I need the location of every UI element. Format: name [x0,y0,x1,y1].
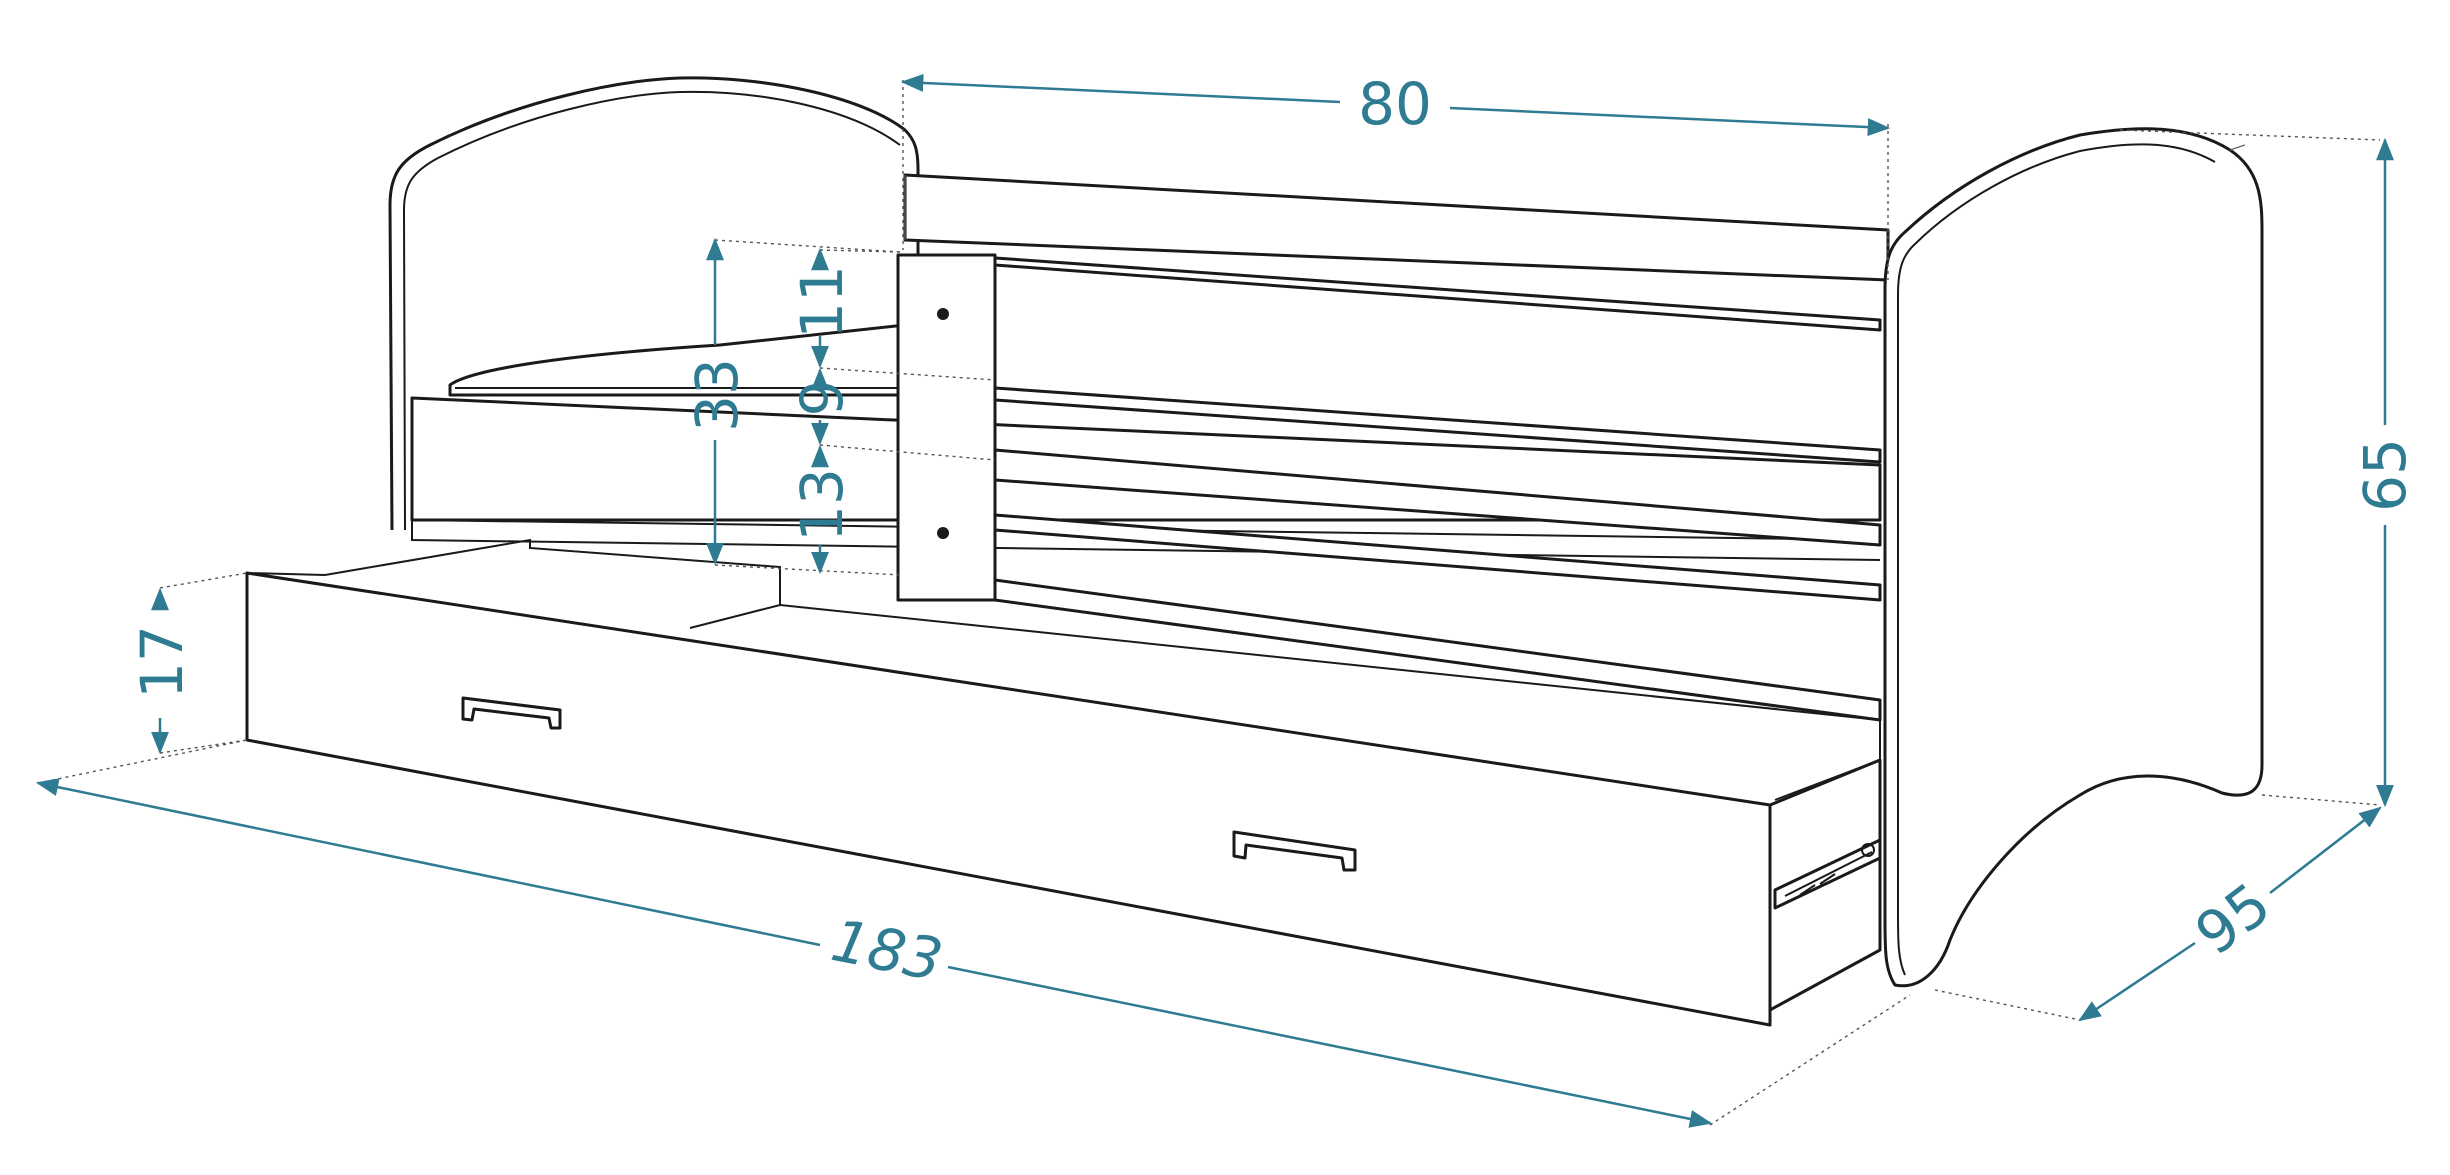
dim-label-height: 65 [2351,438,2419,512]
dim-label-length: 183 [826,906,948,995]
dim-label-width: 80 [1358,70,1432,138]
guard-screw-bottom [937,527,949,539]
dim-line-length [35,778,821,947]
dim-label-guard-gap: 9 [788,380,856,417]
guard-screw-top [937,308,949,320]
extension-lines [37,80,2381,1126]
right-footboard [1883,127,2264,988]
guard-post [896,253,997,602]
dim-label-guard: 33 [683,358,751,432]
dim-label-depth: 95 [2183,870,2283,969]
dim-label-guard-top: 11 [788,265,856,339]
drawer-handle-left [461,696,562,730]
bed-illustration [245,76,2264,1027]
dim-label-guard-bottom: 13 [788,468,856,542]
dim-line-width [900,73,1341,104]
drawer-handle-right [1232,830,1357,872]
drawer-runner [1773,838,1882,910]
dim-label-drawer: 17 [128,625,196,699]
dim-line-depth [2078,941,2196,1022]
mattress [448,323,907,397]
drawer-front [245,571,1772,1027]
bed-frame-rail [410,396,1882,522]
